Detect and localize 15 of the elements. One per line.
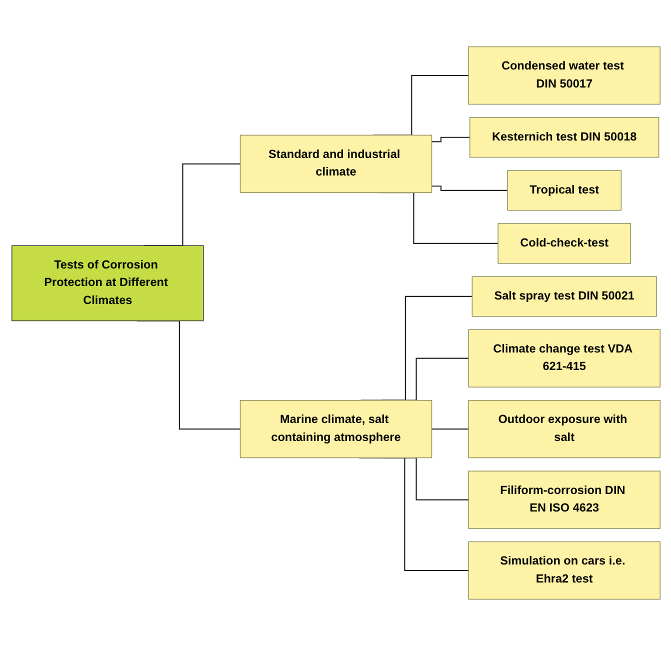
node-box: Marine climate, salt containing atmosphere [239, 400, 432, 458]
node-box: Salt spray test DIN 50021 [471, 276, 656, 317]
node-box: Kesternich test DIN 50018 [469, 117, 659, 158]
connector [431, 428, 468, 430]
node-box: Tests of Corrosion Protection at Different Climates [11, 245, 204, 322]
connector [431, 136, 470, 142]
connector [431, 186, 508, 191]
node-box: Standard and industrial climate [239, 134, 432, 193]
node-box: Condensed water test DIN 50017 [468, 46, 660, 105]
node-box: Tropical test [506, 170, 622, 211]
node-box: Climate change test VDA 621-415 [468, 329, 660, 388]
node-box: Filiform-corrosion DIN EN ISO 4623 [468, 470, 660, 529]
node-box: Outdoor exposure with salt [468, 400, 660, 458]
node-box: Cold-check-test [497, 223, 631, 264]
node-box: Simulation on cars i.e. Ehra2 test [468, 541, 660, 600]
